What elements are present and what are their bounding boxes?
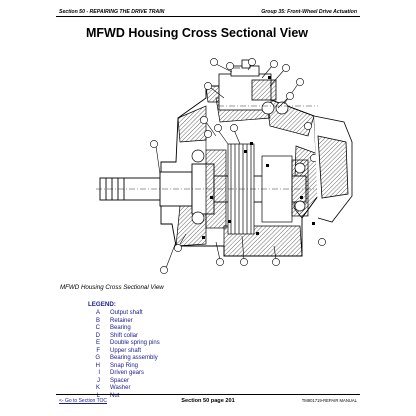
legend-item: H Snap Ring	[88, 363, 160, 371]
legend-key: C	[95, 325, 100, 331]
legend-label: Double spring pins	[110, 340, 160, 346]
header-divider	[56, 16, 360, 17]
legend-label: Driven gears	[110, 370, 145, 376]
legend-key: H	[95, 362, 100, 369]
section-toc-link[interactable]: <- Go to Section TOC	[59, 398, 108, 404]
legend-label: Shift collar	[110, 332, 139, 339]
legend-item: I Driven gears	[88, 370, 160, 378]
legend-key: I	[98, 370, 100, 376]
header-section: Section 50 - REPAIRING THE DRIVE TRAIN	[59, 9, 165, 15]
legend-item: J Spacer	[88, 378, 160, 386]
legend-label: Bearing	[110, 325, 131, 331]
legend-item: L Nut	[88, 393, 160, 401]
legend-item: G Bearing assembly	[88, 355, 160, 363]
manual-id: TM801719-REPAIR MANUAL	[301, 398, 357, 403]
legend-item: F Upper shaft	[88, 348, 160, 356]
legend-key: A	[95, 310, 100, 316]
legend-item: B Retainer	[88, 318, 160, 326]
header-group: Group 35: Front-Wheel Drive Actuation	[261, 9, 357, 15]
legend-label: Spacer	[110, 377, 130, 384]
page-title: MFWD Housing Cross Sectional View	[86, 26, 309, 40]
legend-label: Nut	[110, 392, 120, 399]
legend-item: D Shift collar	[88, 333, 160, 341]
legend-label: Upper shaft	[110, 347, 142, 354]
legend-item: A Output shaft	[88, 310, 160, 318]
housing-flange	[313, 115, 353, 223]
legend-key: K	[95, 385, 100, 391]
upper-housing	[218, 59, 277, 111]
page-number: Section 50 page 201	[181, 398, 235, 404]
footer-divider	[56, 394, 360, 395]
legend-item: C Bearing	[88, 325, 160, 333]
legend-key: D	[95, 332, 100, 339]
legend: A Output shaft B Retainer C Bearing D Shift …	[88, 310, 160, 401]
legend-key: J	[97, 377, 100, 384]
legend-key: E	[95, 340, 100, 346]
legend-label: Washer	[110, 385, 131, 391]
legend-label: Snap Ring	[110, 362, 139, 369]
legend-title: LEGEND:	[88, 301, 116, 308]
legend-item: E Double spring pins	[88, 340, 160, 348]
legend-label: Bearing assembly	[110, 355, 158, 361]
manual-page: Section 50 - REPAIRING THE DRIVE TRAIN G…	[56, 0, 360, 416]
legend-key: G	[95, 355, 100, 361]
legend-label: Output shaft	[110, 310, 143, 316]
legend-key: L	[96, 392, 100, 399]
legend-key: F	[96, 347, 100, 354]
legend-label: Retainer	[110, 317, 133, 324]
legend-item: K Washer	[88, 385, 160, 393]
cross-section-figure	[96, 58, 353, 274]
page-header: Section 50 - REPAIRING THE DRIVE TRAIN G…	[56, 9, 360, 20]
figure-caption: MFWD Housing Cross Sectional View	[60, 284, 164, 291]
legend-key: B	[95, 317, 100, 324]
